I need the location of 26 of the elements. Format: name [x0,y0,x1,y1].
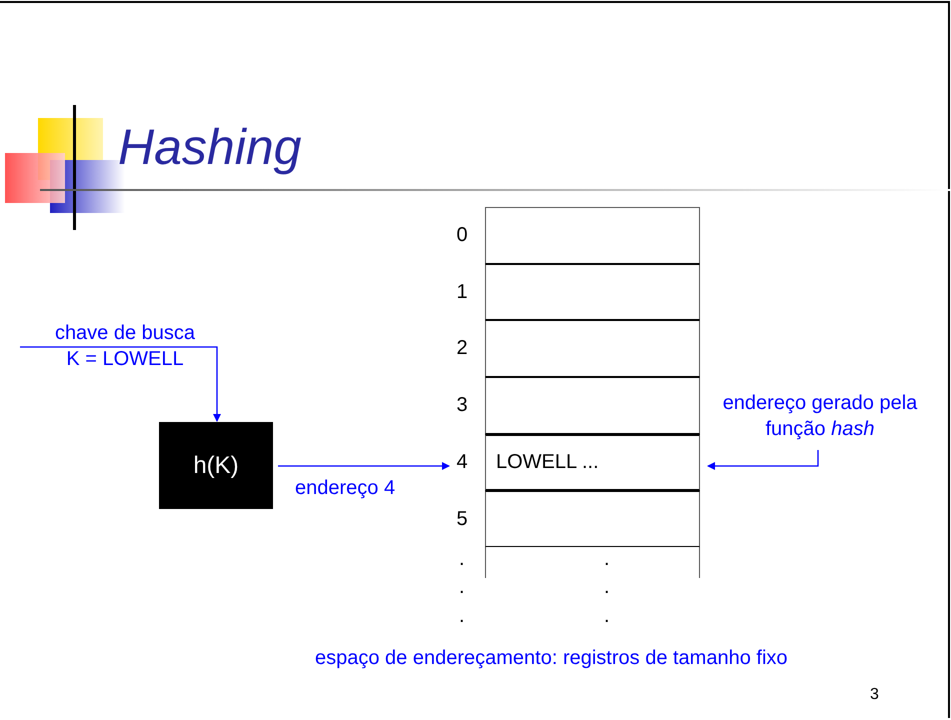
row-index: 2 [455,336,469,361]
ellipsis-dot: . [459,605,465,628]
ellipsis-dot: . [604,576,610,599]
row-index: 1 [455,280,469,304]
arrow [20,346,221,422]
record-text: LOWELL ... [496,451,599,474]
arrow [278,462,450,470]
row-index: 0 [455,223,469,248]
ellipsis-dot: . [604,605,610,628]
function-box [159,422,273,509]
page-number: 3 [870,686,879,704]
ellipsis-dot: . [604,548,610,571]
ellipsis-dot: . [459,576,465,599]
function-label: h(K) [193,452,239,480]
open-table-row [485,547,700,578]
row-index: 4 [455,450,469,475]
arrow [707,450,819,470]
annotation-text: chave de busca [54,321,196,346]
caption-text: espaço de endereçamento: registros de tamanho fixo [315,647,788,670]
row-index: 5 [455,506,469,532]
slide-title: Hashing [118,118,302,176]
annotation-text: K = LOWELL [65,347,185,372]
annotation-text: endereço gerado pela função hash [722,391,918,442]
ellipsis-dot: . [459,548,465,571]
row-index: 3 [455,393,469,418]
edge-label: endereço 4 [295,477,396,500]
